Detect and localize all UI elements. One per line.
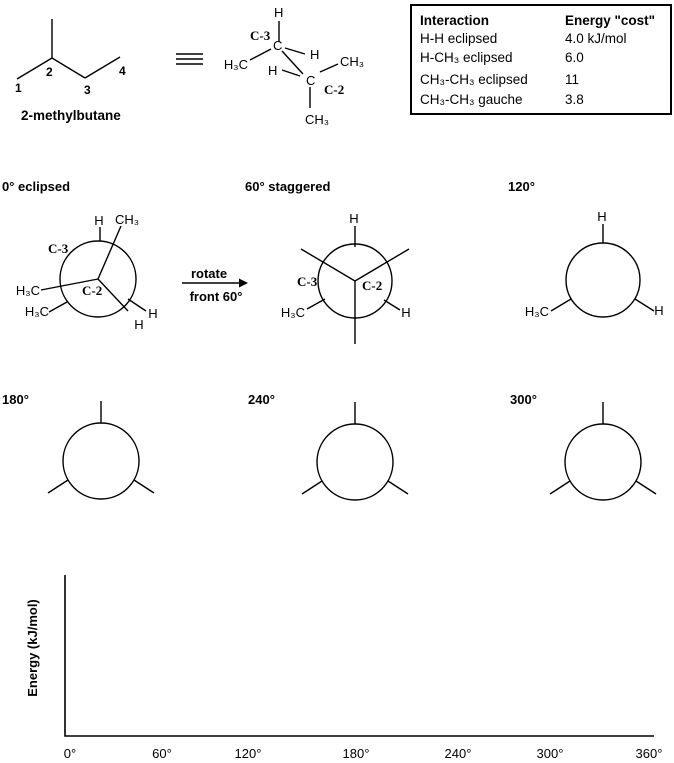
sawhorse-bond-lines bbox=[249, 21, 339, 108]
sawhorse-h-top-label: H bbox=[274, 5, 283, 20]
newman-0-back-right-label: H bbox=[148, 306, 157, 321]
newman-180-circle bbox=[62, 422, 140, 500]
newman-180-back-bonds bbox=[47, 401, 155, 494]
carbon-1-number: 1 bbox=[15, 81, 22, 95]
table-cell-energy: 11 bbox=[565, 72, 580, 87]
conformer-title-300: 300° bbox=[510, 392, 537, 407]
table-header-row: Interaction Energy "cost" bbox=[420, 13, 668, 28]
newman-300-back-bonds bbox=[549, 402, 657, 495]
newman-120-back-bonds bbox=[550, 224, 655, 312]
sawhorse-ch3-lower-label: CH₃ bbox=[305, 112, 329, 127]
sawhorse-c2-label: C-2 bbox=[324, 82, 344, 97]
newman-projection-60: H C-3 C-2 H₃C H bbox=[281, 211, 411, 344]
conformer-title-120: 120° bbox=[508, 179, 535, 194]
sawhorse-c2-atom: C bbox=[306, 73, 315, 88]
newman-0-back-bonds bbox=[48, 227, 147, 313]
newman-120-back-top-label: H bbox=[597, 209, 606, 224]
conformer-title-60: 60° staggered bbox=[245, 179, 331, 194]
newman-projection-300 bbox=[549, 402, 657, 501]
table-cell-energy: 3.8 bbox=[565, 92, 584, 107]
table-header-interaction: Interaction bbox=[420, 13, 490, 28]
energy-graph: Energy (kJ/mol) 0° 60° 120° 180° 240° 30… bbox=[25, 575, 663, 761]
table-cell-interaction: H-CH₃ eclipsed bbox=[420, 50, 513, 65]
rotate-arrow-label-bottom: front 60° bbox=[190, 289, 243, 304]
table-row: CH₃-CH₃ gauche 3.8 bbox=[420, 92, 668, 107]
sawhorse-ch3-upper-label: CH₃ bbox=[340, 54, 364, 69]
newman-projection-0: H CH₃ C-3 H₃C C-2 H₃C H H bbox=[16, 212, 158, 332]
newman-0-c3-label: C-3 bbox=[48, 241, 69, 256]
table-cell-energy: 4.0 kJ/mol bbox=[565, 31, 627, 46]
newman-240-back-bonds bbox=[301, 402, 409, 495]
newman-60-back-right-label: H bbox=[401, 305, 410, 320]
newman-60-c2-label: C-2 bbox=[362, 278, 382, 293]
graph-x-tick-240: 240° bbox=[445, 746, 472, 761]
newman-60-back-top-label: H bbox=[349, 211, 358, 226]
table-cell-interaction: CH₃-CH₃ eclipsed bbox=[420, 72, 528, 87]
skeletal-structure-diagram: 1 2 3 4 2-methylbutane bbox=[15, 19, 126, 123]
sawhorse-h-upper-label: H bbox=[310, 47, 319, 62]
rotate-arrow-label-top: rotate bbox=[191, 266, 227, 281]
graph-x-tick-60: 60° bbox=[152, 746, 172, 761]
newman-120-circle bbox=[565, 242, 641, 318]
interaction-energy-table: Interaction Energy "cost" H-H eclipsed 4… bbox=[410, 4, 672, 115]
newman-0-front-bottom-label: H bbox=[134, 317, 143, 332]
newman-0-c2-label: C-2 bbox=[82, 283, 102, 298]
newman-0-back-left-label: H₃C bbox=[25, 304, 49, 319]
graph-x-tick-120: 120° bbox=[235, 746, 262, 761]
carbon-3-number: 3 bbox=[84, 83, 91, 97]
newman-300-circle bbox=[564, 423, 642, 501]
sawhorse-c3-atom: C bbox=[273, 38, 282, 53]
graph-x-tick-300: 300° bbox=[537, 746, 564, 761]
newman-projection-240 bbox=[301, 402, 409, 501]
skeletal-bond-lines bbox=[16, 19, 121, 80]
rotate-arrow-group: rotate front 60° bbox=[182, 266, 248, 304]
graph-y-axis-label: Energy (kJ/mol) bbox=[25, 599, 40, 697]
newman-0-back-top-label: H bbox=[94, 213, 103, 228]
newman-240-circle bbox=[316, 423, 394, 501]
molecule-name-label: 2-methylbutane bbox=[21, 108, 121, 123]
newman-0-circle bbox=[59, 240, 137, 318]
conformer-title-0: 0° eclipsed bbox=[2, 179, 71, 194]
equivalence-icon bbox=[176, 53, 203, 65]
sawhorse-c3-label: C-3 bbox=[250, 28, 271, 43]
graph-axes bbox=[64, 575, 654, 737]
newman-120-back-left-label: H₃C bbox=[525, 304, 549, 319]
sawhorse-h-lower-label: H bbox=[268, 63, 277, 78]
rotate-arrow-head bbox=[239, 278, 248, 288]
newman-120-back-right-label: H bbox=[654, 303, 663, 318]
newman-60-back-left-label: H₃C bbox=[281, 305, 305, 320]
graph-x-tick-0: 0° bbox=[64, 746, 76, 761]
newman-60-front-bonds bbox=[300, 248, 410, 344]
sawhorse-h3c-left-label: H₃C bbox=[224, 57, 248, 72]
graph-x-tick-180: 180° bbox=[343, 746, 370, 761]
sawhorse-structure-diagram: H C-3 C H₃C H H C C-2 CH₃ CH₃ bbox=[224, 5, 364, 127]
table-header-energy: Energy "cost" bbox=[565, 13, 656, 28]
newman-60-c3-label: C-3 bbox=[297, 274, 318, 289]
carbon-4-number: 4 bbox=[119, 64, 126, 78]
table-cell-energy: 6.0 bbox=[565, 50, 584, 65]
table-cell-interaction: CH₃-CH₃ gauche bbox=[420, 92, 523, 107]
newman-0-front-bonds bbox=[40, 225, 129, 312]
conformer-title-180: 180° bbox=[2, 392, 29, 407]
newman-0-front-left-label: H₃C bbox=[16, 283, 40, 298]
newman-0-front-top-label: CH₃ bbox=[115, 212, 139, 227]
newman-projection-120: H H₃C H bbox=[525, 209, 664, 319]
newman-60-back-bonds bbox=[306, 226, 401, 311]
carbon-2-number: 2 bbox=[46, 65, 53, 79]
conformer-title-240: 240° bbox=[248, 392, 275, 407]
table-row: H-H eclipsed 4.0 kJ/mol bbox=[420, 31, 668, 46]
graph-x-tick-360: 360° bbox=[636, 746, 663, 761]
newman-projection-180 bbox=[47, 401, 155, 500]
table-row: CH₃-CH₃ eclipsed 11 bbox=[420, 72, 668, 87]
table-cell-interaction: H-H eclipsed bbox=[420, 31, 498, 46]
table-row: H-CH₃ eclipsed 6.0 bbox=[420, 50, 668, 65]
